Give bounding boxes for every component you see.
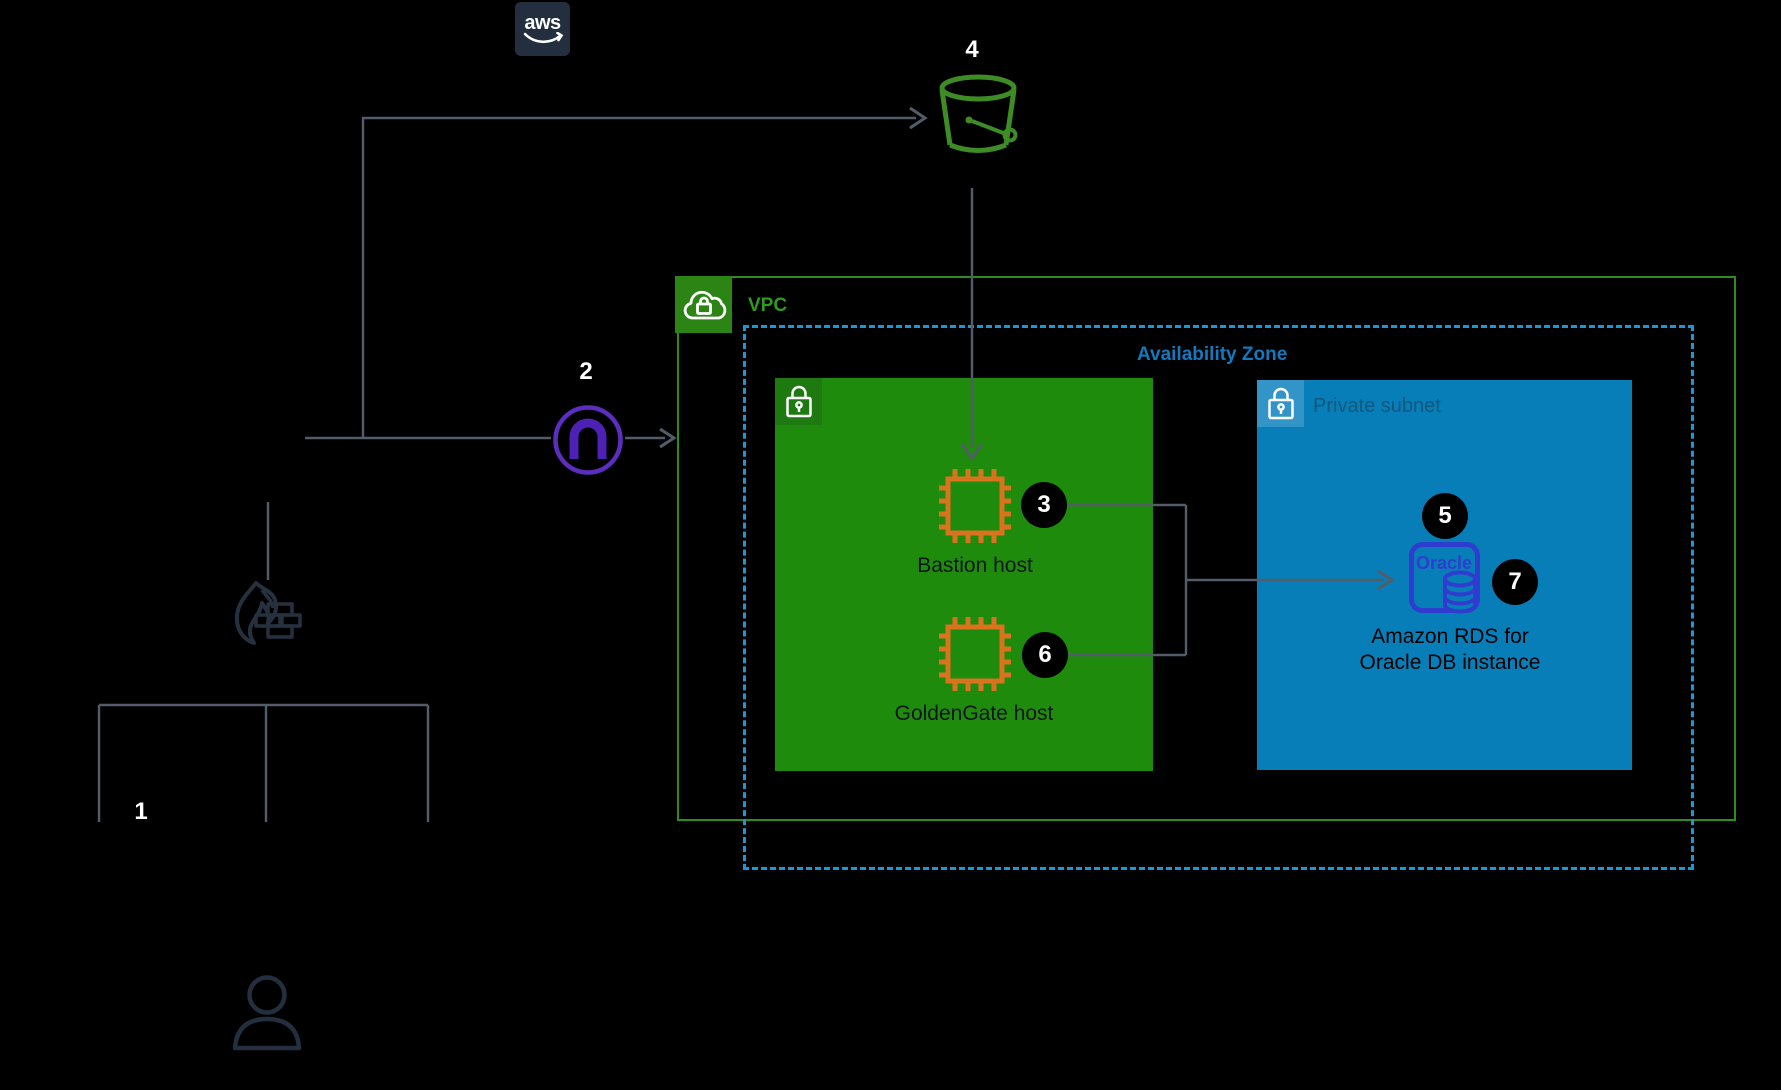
step-5-badge: 5 <box>1422 493 1468 539</box>
rds-label-line2: Oracle DB instance <box>1359 651 1541 674</box>
lock-icon <box>785 385 812 417</box>
private-subnet-label: Private subnet <box>1313 395 1441 417</box>
availability-zone-box <box>743 325 1694 870</box>
step-1-number: 1 <box>134 798 148 825</box>
bastion-host-label: Bastion host <box>917 554 1033 577</box>
vpc-box <box>677 276 1736 821</box>
step-6-badge: 6 <box>1022 632 1068 678</box>
lock-icon <box>1267 387 1294 419</box>
vpc-cloud-lock-icon <box>675 276 732 333</box>
firewall-icon <box>234 581 302 645</box>
subnet-lock-badge-green <box>775 378 822 425</box>
rds-label-line1: Amazon RDS for <box>1371 625 1529 648</box>
aws-logo-text: aws <box>524 11 561 34</box>
virtual-private-gateway-icon <box>553 405 623 475</box>
user-icon <box>232 975 302 1051</box>
subnet-lock-badge-blue <box>1257 380 1304 427</box>
aws-logo: aws <box>515 2 570 56</box>
step-3-badge: 3 <box>1021 482 1067 528</box>
availability-zone-label: Availability Zone <box>1137 344 1288 365</box>
bastion-instance-chip-icon <box>939 469 1011 543</box>
step-2-number: 2 <box>579 358 593 385</box>
private-subnet-green <box>775 378 1153 771</box>
oracle-database-icon: Oracle <box>1409 542 1480 614</box>
goldengate-instance-chip-icon <box>939 617 1011 691</box>
private-subnet-blue <box>1257 380 1632 770</box>
oracle-logo-text: Oracle <box>1416 553 1472 573</box>
goldengate-host-label: GoldenGate host <box>894 702 1054 725</box>
s3-bucket-icon <box>939 74 1018 153</box>
step-4-number: 4 <box>965 36 979 63</box>
aws-smile-icon <box>523 31 563 43</box>
vpc-label: VPC <box>748 295 788 316</box>
step-7-badge: 7 <box>1492 559 1538 605</box>
